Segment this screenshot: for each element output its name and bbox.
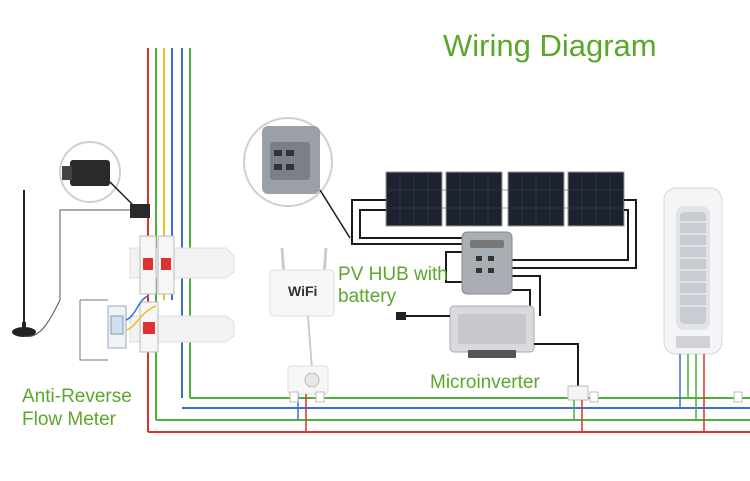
diagram-title: Wiring Diagram	[443, 28, 657, 63]
junction-markers	[289, 391, 743, 403]
microinverter-unit	[396, 305, 589, 432]
wifi-router-label: WiFi	[288, 283, 318, 299]
pv-hub-unit	[461, 231, 513, 295]
solar-panel-array	[385, 171, 625, 227]
ac-bus-lines	[148, 397, 750, 433]
flow-meter-label-line1: Anti-Reverse	[22, 386, 132, 407]
pv-hub-label-line1: PV HUB with	[338, 264, 448, 285]
wifi-router	[269, 247, 335, 371]
battery-tower	[663, 187, 723, 432]
pv-hub-label-line2: battery	[338, 285, 397, 307]
microinverter-label: Microinverter	[430, 372, 540, 393]
pv-hub-magnifier	[243, 117, 351, 239]
dc-cables	[351, 199, 637, 316]
anti-reverse-flow-meter	[107, 295, 157, 349]
flow-meter-label: Anti-Reverse Flow Meter	[22, 386, 132, 432]
flow-meter-label-line2: Flow Meter	[22, 408, 116, 430]
circuit-breakers	[139, 235, 175, 353]
antenna	[12, 190, 130, 337]
ct-clamp-magnifier	[59, 141, 150, 218]
pv-hub-label: PV HUB with battery	[338, 264, 448, 308]
meter-wires	[79, 299, 108, 361]
